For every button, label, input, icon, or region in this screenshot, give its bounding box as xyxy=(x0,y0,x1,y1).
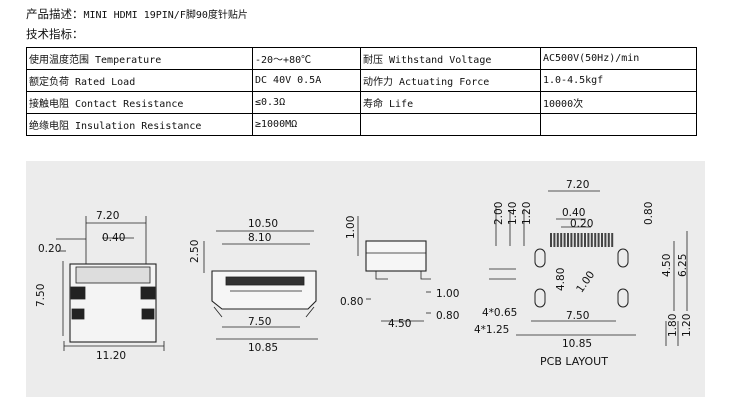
profile-top: 1.00 xyxy=(345,216,357,239)
product-description: 产品描述：MINI HDMI 19PIN/F脚90度针贴片 xyxy=(26,6,248,22)
description-value: MINI HDMI 19PIN/F脚90度针贴片 xyxy=(83,10,248,21)
spec-cell xyxy=(360,113,541,136)
spec-cell: DC 40V 0.5A xyxy=(252,69,361,92)
side-total: 10.85 xyxy=(248,342,278,354)
pcb-pin xyxy=(607,233,610,247)
pcb-br2: 1.20 xyxy=(681,314,693,337)
side-outer: 10.50 xyxy=(248,218,278,230)
pcb-pin xyxy=(604,233,607,247)
drawing-svg: 7.20 0.40 0.20 7.50 11.20 10.50 8.10 2.5… xyxy=(35,179,693,368)
pcb-pin xyxy=(556,233,559,247)
pcb-pin xyxy=(594,233,597,247)
side-foot: 7.50 xyxy=(248,316,271,328)
front-view xyxy=(56,216,165,351)
profile-right: 1.00 xyxy=(436,288,459,300)
pcb-slot-bl xyxy=(534,288,546,308)
pcb-pin xyxy=(584,233,586,247)
pcb-pin-row xyxy=(550,233,614,247)
profile-left: 0.80 xyxy=(340,296,363,308)
pcb-v1: 2.00 xyxy=(493,202,505,225)
pcb-base1: 7.50 xyxy=(566,310,589,322)
description-label: 产品描述： xyxy=(26,7,84,21)
spec-cell: ≤0.3Ω xyxy=(252,91,361,114)
side-view xyxy=(203,230,318,340)
technical-drawing: 7.20 0.40 0.20 7.50 11.20 10.50 8.10 2.5… xyxy=(26,161,705,397)
side-inner: 8.10 xyxy=(248,232,271,244)
spec-cell: 接触电阻 Contact Resistance xyxy=(26,91,253,114)
spec-row: 绝缘电阻 Insulation Resistance≥1000MΩ xyxy=(26,113,697,136)
pcb-pin xyxy=(590,233,593,247)
pcb-pin xyxy=(560,233,563,247)
pcb-pin xyxy=(567,233,569,247)
pcb-pin xyxy=(570,233,573,247)
pcb-layout xyxy=(489,190,688,346)
pcb-pin xyxy=(550,233,552,247)
spec-cell: 动作力 Actuating Force xyxy=(360,69,541,92)
pcb-br1: 1.80 xyxy=(667,314,679,337)
pcb-layout-title: PCB LAYOUT xyxy=(540,355,608,368)
pcb-pitch: 0.40 xyxy=(562,207,585,219)
pcb-slot-tl xyxy=(534,248,546,268)
spec-cell: -20～+80℃ xyxy=(252,47,361,70)
pcb-r3: 6.25 xyxy=(677,254,689,277)
profile-pad: 0.80 xyxy=(436,310,459,322)
pcb-v3: 1.20 xyxy=(521,202,533,225)
spec-cell: 寿命 Life xyxy=(360,91,541,114)
pcb-pin xyxy=(601,233,603,247)
pcb-slot2: 4*1.25 xyxy=(474,324,509,336)
pcb-slot1: 4*0.65 xyxy=(482,307,517,319)
side-height: 2.50 xyxy=(189,240,201,263)
pcb-slot-tr xyxy=(617,248,629,268)
pcb-slot-br xyxy=(617,288,629,308)
pcb-v2: 1.40 xyxy=(507,202,519,225)
pcb-r1: 0.80 xyxy=(643,202,655,225)
pcb-pin xyxy=(611,233,614,247)
spec-cell: AC500V(50Hz)/min xyxy=(540,47,697,70)
spec-cell: 绝缘电阻 Insulation Resistance xyxy=(26,113,253,136)
pcb-r2: 4.50 xyxy=(661,254,673,277)
front-offset: 0.20 xyxy=(38,243,61,255)
spec-heading: 技术指标： xyxy=(26,27,84,41)
front-base: 11.20 xyxy=(96,350,126,362)
pcb-pin xyxy=(587,233,590,247)
pcb-pad: 0.20 xyxy=(570,218,593,230)
front-height: 7.50 xyxy=(35,284,47,307)
spec-cell: 10000次 xyxy=(540,91,697,114)
spec-cell: ≥1000MΩ xyxy=(252,113,361,136)
pcb-base2: 10.85 xyxy=(562,338,592,350)
pcb-width: 7.20 xyxy=(566,179,589,191)
pcb-pin xyxy=(597,233,600,247)
pcb-pin xyxy=(577,233,580,247)
profile-bottom: 4.50 xyxy=(388,318,411,330)
spec-cell: 额定负荷 Rated Load xyxy=(26,69,253,92)
pcb-pin xyxy=(553,233,556,247)
pcb-h1: 4.80 xyxy=(555,268,567,291)
profile-view xyxy=(357,216,431,322)
pcb-pin xyxy=(573,233,576,247)
spec-cell: 1.0-4.5kgf xyxy=(540,69,697,92)
pcb-pin xyxy=(563,233,566,247)
spec-cell xyxy=(540,113,697,136)
front-width: 7.20 xyxy=(96,210,119,222)
pcb-diag: 1.00 xyxy=(574,269,597,295)
spec-cell: 耐压 Withstand Voltage xyxy=(360,47,541,70)
pcb-pin xyxy=(580,233,583,247)
spec-cell: 使用温度范围 Temperature xyxy=(26,47,253,70)
front-inner: 0.40 xyxy=(102,232,125,244)
